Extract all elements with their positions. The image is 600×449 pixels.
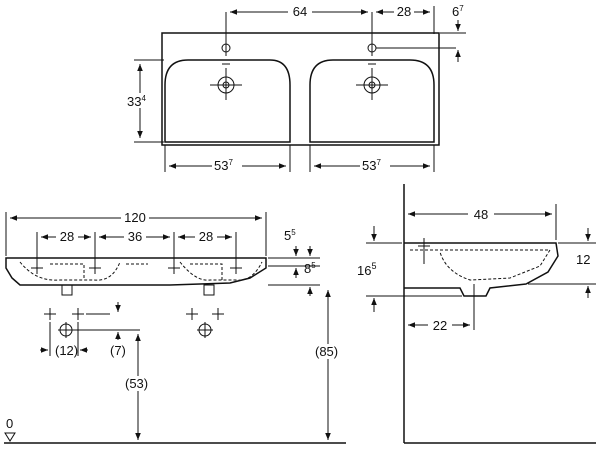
drain-stub-right: [203, 284, 215, 296]
dim-53-right-label: 537: [362, 158, 381, 173]
dim-6-label: 67: [452, 4, 464, 19]
basin-profile-side: [404, 242, 559, 297]
dim-8-label: 85: [304, 261, 316, 276]
dim-28b-label: 28: [199, 229, 213, 244]
right-bowl: [309, 59, 435, 143]
dim-33-label: 334: [127, 94, 146, 109]
front-view: 120 28 36 28 55 85: [4, 209, 346, 444]
dim-53p-label: (53): [125, 376, 148, 391]
dim-120-label: 120: [124, 210, 146, 225]
tap-hole-right: [367, 12, 456, 56]
fixing-points: [44, 308, 224, 338]
dim-48-label: 48: [474, 207, 488, 222]
side-view: 48 165 12 22: [357, 184, 596, 444]
dim-28-top-label: 28: [397, 4, 411, 19]
dim-53-left-label: 537: [214, 158, 233, 173]
drain-left: [210, 63, 242, 100]
basin-outline-top: [161, 32, 440, 146]
dim-64-label: 64: [293, 4, 307, 19]
floor-zero-label: 0: [6, 416, 13, 431]
dim-12-label: 12: [576, 252, 590, 267]
dim-12p-label: (12): [55, 343, 78, 358]
dim-16-label: 165: [357, 261, 376, 278]
left-bowl: [164, 59, 291, 143]
dim-22-label: 22: [433, 318, 447, 333]
drain-stub-left: [61, 284, 73, 296]
floor-marker-icon: [4, 432, 16, 442]
drain-right: [356, 63, 388, 100]
dim-5-label: 55: [284, 228, 296, 243]
dim-28a-label: 28: [60, 229, 74, 244]
dim-36-label: 36: [128, 229, 142, 244]
tap-hole-left: [221, 12, 231, 56]
dim-7p-label: (7): [110, 343, 126, 358]
dim-85p-label: (85): [315, 344, 338, 359]
basin-outline-front: [5, 257, 267, 286]
top-view: 64 28 67 334 537 537: [126, 4, 466, 173]
